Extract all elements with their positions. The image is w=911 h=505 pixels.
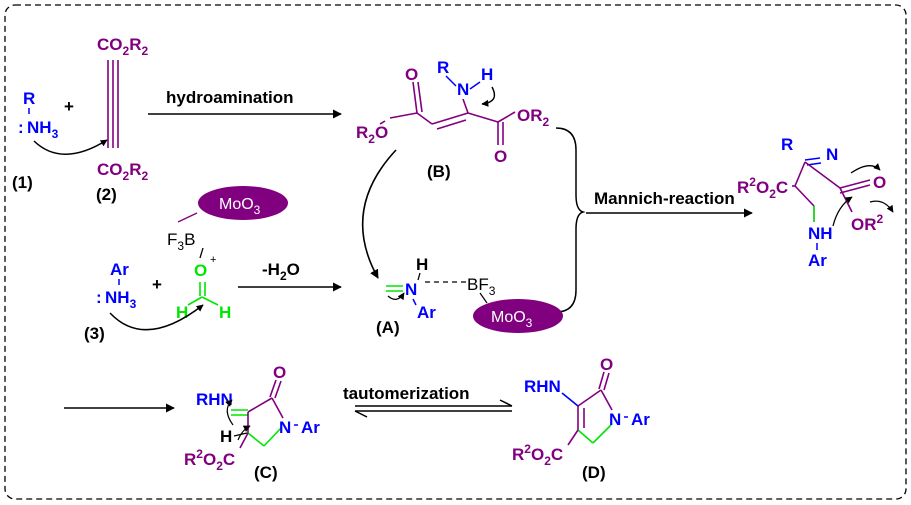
product-C-imine-lactam: RHN O N Ar H R2O2C bbox=[184, 363, 320, 473]
svg-text:F3B: F3B bbox=[167, 230, 195, 253]
svg-text:NH3: NH3 bbox=[105, 288, 137, 311]
intermediate-A-iminium: N H Ar BF3 MoO3 bbox=[386, 255, 563, 333]
svg-text:Ar: Ar bbox=[110, 260, 129, 279]
label-intermediate-A: (A) bbox=[376, 318, 400, 337]
svg-text:NH: NH bbox=[808, 224, 833, 243]
curved-arrow-arylamine-attack bbox=[109, 304, 204, 331]
svg-text::: : bbox=[18, 118, 24, 137]
svg-text:MoO3: MoO3 bbox=[219, 196, 261, 217]
svg-text:RHN: RHN bbox=[524, 377, 561, 396]
svg-text::: : bbox=[96, 288, 102, 307]
svg-text:H: H bbox=[220, 427, 232, 446]
step-tautomerization: tautomerization bbox=[343, 384, 470, 403]
svg-text:H: H bbox=[416, 255, 428, 274]
label-product-C: (C) bbox=[254, 463, 278, 482]
combining-brace bbox=[555, 127, 586, 313]
step-mannich-reaction: Mannich-reaction bbox=[594, 189, 735, 208]
svg-text:O: O bbox=[405, 65, 418, 84]
svg-text:O: O bbox=[273, 363, 286, 382]
moo3-oval-top bbox=[198, 186, 288, 220]
svg-text:R2O2C: R2O2C bbox=[737, 175, 788, 201]
svg-text:N: N bbox=[279, 418, 291, 437]
svg-text:O: O bbox=[873, 173, 886, 192]
svg-text:R: R bbox=[23, 89, 35, 108]
svg-text:O: O bbox=[494, 147, 507, 166]
svg-text:OR2: OR2 bbox=[851, 212, 884, 234]
compound-2-alkyne-diester: CO2R2 CO2R2 bbox=[97, 35, 148, 183]
moo3-oval-A bbox=[473, 299, 563, 333]
svg-text:CO2R2: CO2R2 bbox=[97, 160, 148, 183]
compound-1-amine: R : NH3 bbox=[18, 89, 59, 141]
svg-text:R2O2C: R2O2C bbox=[184, 447, 235, 473]
svg-text:N: N bbox=[457, 80, 469, 99]
svg-text:+: + bbox=[210, 254, 216, 266]
activated-formaldehyde: MoO3 F3B O + H H bbox=[167, 186, 288, 322]
curved-arrow-B-to-A bbox=[361, 149, 397, 279]
plus-sign-2: + bbox=[152, 275, 162, 294]
svg-text:O: O bbox=[194, 261, 207, 280]
svg-text:N: N bbox=[609, 410, 621, 429]
svg-text:H: H bbox=[219, 303, 231, 322]
label-compound-1: (1) bbox=[12, 173, 33, 192]
label-compound-3: (3) bbox=[84, 324, 105, 343]
mannich-adduct: R N O OR2 R2O2C NH Ar bbox=[737, 135, 894, 270]
svg-text:BF3: BF3 bbox=[467, 275, 496, 298]
svg-text:MoO3: MoO3 bbox=[491, 309, 533, 330]
svg-text:R2O2C: R2O2C bbox=[512, 442, 563, 468]
svg-text:R2O: R2O bbox=[356, 123, 388, 146]
svg-text:RHN: RHN bbox=[196, 390, 233, 409]
svg-text:N: N bbox=[826, 145, 838, 164]
label-intermediate-B: (B) bbox=[427, 162, 451, 181]
svg-text:H: H bbox=[481, 65, 493, 84]
compound-3-arylamine: Ar : NH3 bbox=[96, 260, 137, 311]
label-product-D: (D) bbox=[582, 463, 606, 482]
svg-text:N: N bbox=[405, 280, 417, 299]
svg-text:OR2: OR2 bbox=[517, 106, 550, 129]
svg-text:Ar: Ar bbox=[631, 410, 650, 429]
intermediate-B-enamine: R N H O R2O O OR2 bbox=[356, 58, 550, 166]
svg-text:NH3: NH3 bbox=[27, 118, 59, 141]
curved-arrow-amine-attack bbox=[33, 139, 108, 155]
svg-text:Ar: Ar bbox=[417, 303, 436, 322]
dashed-border bbox=[4, 4, 907, 500]
svg-text:R: R bbox=[781, 135, 793, 154]
plus-sign: + bbox=[64, 97, 74, 116]
svg-text:Ar: Ar bbox=[808, 251, 827, 270]
svg-text:O: O bbox=[600, 355, 613, 374]
svg-text:Ar: Ar bbox=[301, 418, 320, 437]
step-hydroamination: hydroamination bbox=[166, 88, 294, 107]
svg-text:CO2R2: CO2R2 bbox=[97, 35, 148, 58]
step-dehydration: -H2O bbox=[262, 260, 300, 283]
product-D-enamine-lactam: RHN O N Ar R2O2C bbox=[512, 355, 650, 468]
svg-text:R: R bbox=[437, 58, 449, 77]
label-compound-2: (2) bbox=[96, 185, 117, 204]
